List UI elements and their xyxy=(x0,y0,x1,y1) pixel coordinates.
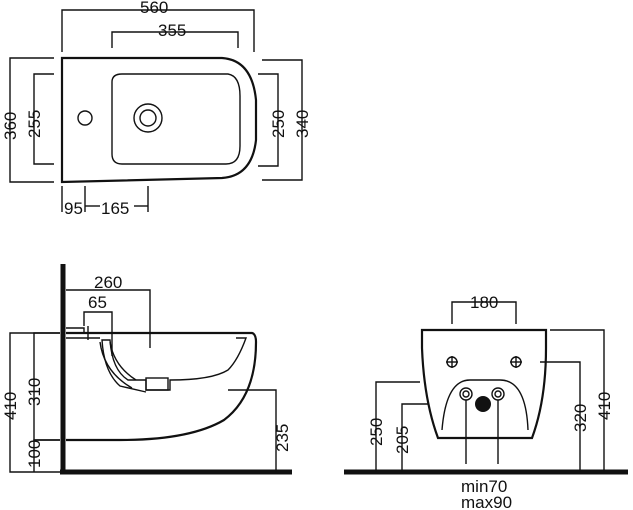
fixing-hole-left xyxy=(446,356,458,368)
dim-340: 340 xyxy=(293,110,312,138)
dim-65: 65 xyxy=(88,293,107,312)
drain-outer xyxy=(133,103,163,133)
dim-100: 100 xyxy=(25,440,44,468)
front-view: 180 250 205 320 410 min70 max90 xyxy=(344,293,628,510)
dim-250-front: 250 xyxy=(367,418,386,446)
dim-235: 235 xyxy=(273,424,292,452)
side-view: 260 65 410 310 100 235 xyxy=(1,264,292,475)
dim-260: 260 xyxy=(94,273,122,292)
front-bidet-basin xyxy=(441,379,529,431)
dim-95: 95 xyxy=(64,199,83,218)
drain-inner xyxy=(139,109,157,127)
dim-250-top: 250 xyxy=(269,110,288,138)
dim-255: 255 xyxy=(25,110,44,138)
top-view: 560 355 360 255 250 340 95 165 xyxy=(1,0,312,218)
top-view-outline xyxy=(60,56,258,184)
supply-hole-left xyxy=(459,387,473,401)
drain-hole xyxy=(475,396,491,412)
tap-hole xyxy=(77,110,93,126)
top-view-bowl xyxy=(111,73,241,165)
dim-355: 355 xyxy=(158,21,186,40)
label-min70: min70 xyxy=(461,477,507,496)
dim-410-side: 410 xyxy=(1,392,20,420)
dim-320: 320 xyxy=(571,404,590,432)
dim-310: 310 xyxy=(25,378,44,406)
dim-360: 360 xyxy=(1,112,20,140)
side-bidet-inner xyxy=(101,337,247,393)
front-bidet-body xyxy=(420,328,548,440)
supply-hole-right xyxy=(491,387,505,401)
dim-205: 205 xyxy=(393,426,412,454)
dim-165: 165 xyxy=(101,199,129,218)
dim-410-front: 410 xyxy=(595,392,614,420)
label-max90: max90 xyxy=(461,493,512,510)
dim-560: 560 xyxy=(140,0,168,17)
dim-180: 180 xyxy=(470,293,498,312)
side-bidet-body xyxy=(66,331,258,442)
fixing-hole-right xyxy=(510,356,522,368)
